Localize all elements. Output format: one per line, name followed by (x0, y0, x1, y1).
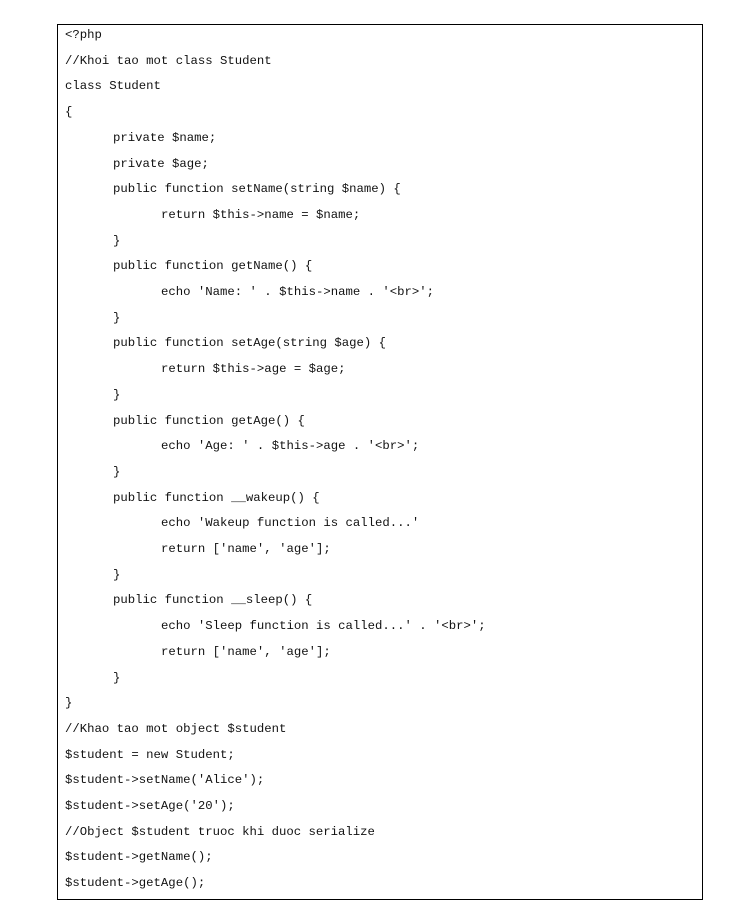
code-line: } (113, 670, 121, 685)
code-line: } (113, 464, 121, 479)
code-line: $student->getAge(); (65, 876, 206, 891)
code-line: //Object $student truoc khi duoc seriali… (65, 824, 375, 839)
code-line: public function getAge() { (113, 413, 305, 428)
code-line: private $name; (113, 130, 217, 145)
code-line: public function __wakeup() { (113, 490, 320, 505)
code-line: { (65, 105, 73, 120)
code-line: return ['name', 'age']; (161, 542, 331, 556)
code-line: class Student (65, 79, 161, 94)
code-line: return $this->age = $age; (161, 362, 346, 377)
code-line: } (113, 567, 121, 582)
code-line: public function getName() { (113, 259, 313, 274)
code-line: $student->setName('Alice'); (65, 773, 265, 788)
code-line: private $age; (113, 156, 209, 171)
code-line: public function setAge(string $age) { (113, 336, 387, 351)
code-line: $student->getName(); (65, 850, 213, 865)
code-line: public function setName(string $name) { (113, 182, 401, 197)
code-line: } (113, 233, 121, 248)
code-line: $student = new Student; (65, 747, 235, 762)
code-line: echo 'Sleep function is called...' . '<b… (161, 619, 486, 634)
code-line: echo 'Age: ' . $this->age . '<br>'; (161, 439, 420, 454)
code-line: <?php (65, 28, 102, 42)
code-line: } (65, 696, 73, 711)
code-line: } (113, 310, 121, 325)
code-line: $student->setAge('20'); (65, 799, 235, 813)
code-line: echo 'Name: ' . $this->name . '<br>'; (161, 285, 435, 299)
code-line: } (113, 387, 121, 402)
code-line: //Khao tao mot object $student (65, 721, 287, 736)
code-line: //Khoi tao mot class Student (65, 53, 272, 68)
code-line: return $this->name = $name; (161, 207, 361, 222)
code-line: public function __sleep() { (113, 593, 313, 608)
code-block: <?php //Khoi tao mot class Student class S… (57, 24, 703, 900)
code-line: return ['name', 'age']; (161, 644, 331, 659)
code-line: echo 'Wakeup function is called...' (161, 516, 420, 531)
